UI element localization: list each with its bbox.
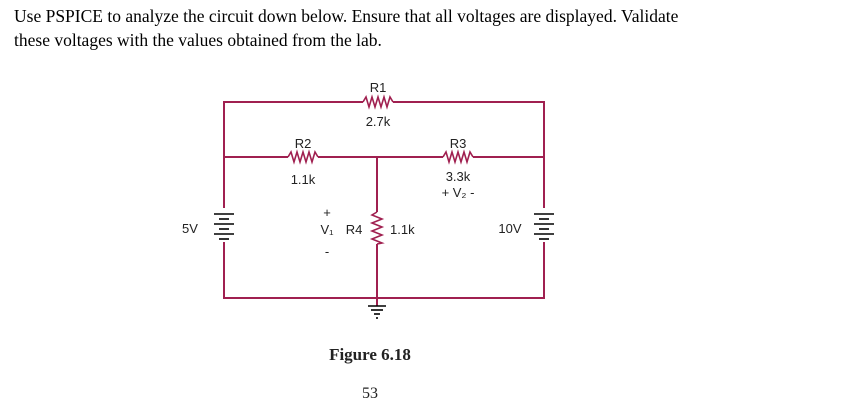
r2-value-label: 1.1k — [291, 172, 316, 187]
battery-10v-symbol — [534, 208, 554, 242]
r1-name-label: R1 — [370, 80, 387, 95]
v2-polarity-label: + V₂ - — [442, 185, 475, 200]
r4-name-label: R4 — [346, 222, 363, 237]
instruction-text: Use PSPICE to analyze the circuit down b… — [14, 4, 854, 52]
r2-name-label: R2 — [295, 136, 312, 151]
r2-resistor — [287, 149, 319, 165]
battery-5v-symbol — [214, 208, 234, 242]
instruction-line-2: these voltages with the values obtained … — [14, 30, 382, 50]
figure-caption: Figure 6.18 — [329, 345, 411, 364]
r1-resistor — [362, 94, 394, 110]
page-number: 53 — [362, 385, 378, 402]
r3-resistor — [442, 149, 474, 165]
v1-plus-label: + — [323, 205, 331, 220]
source-10v-label: 10V — [498, 221, 521, 236]
r4-value-label: 1.1k — [390, 222, 415, 237]
circuit-wires — [223, 101, 545, 306]
v1-label: V₁ — [320, 222, 334, 237]
ground-icon — [368, 305, 386, 319]
source-5v-label: 5V — [182, 221, 198, 236]
r3-value-label: 3.3k — [446, 169, 471, 184]
r4-resistor — [369, 211, 385, 245]
r3-name-label: R3 — [450, 136, 467, 151]
v1-minus-label: - — [325, 244, 329, 259]
r1-value-label: 2.7k — [366, 114, 391, 129]
instruction-line-1: Use PSPICE to analyze the circuit down b… — [14, 6, 679, 26]
